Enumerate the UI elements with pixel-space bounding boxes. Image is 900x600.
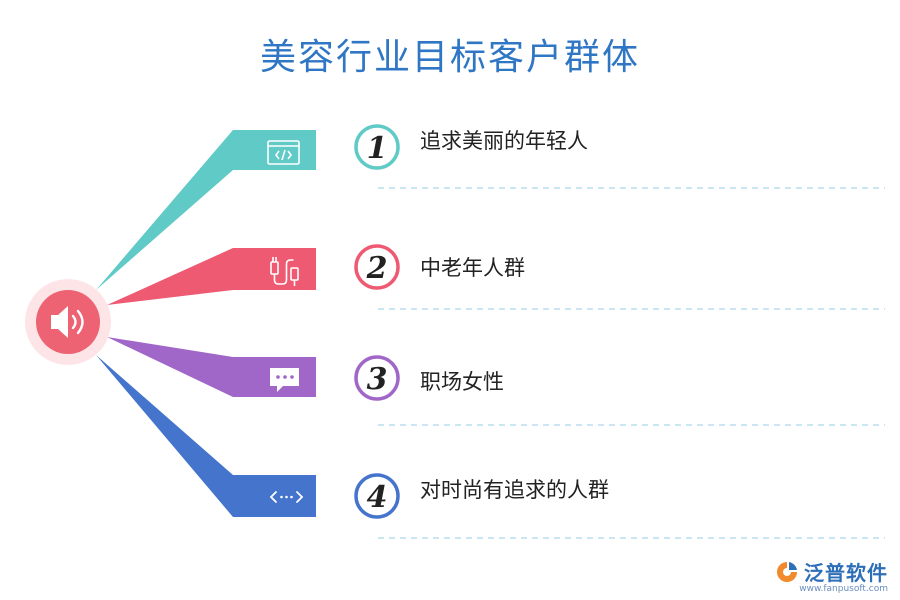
brand-logo: 泛普软件 www.fanpusoft.com [775, 557, 888, 594]
item-label-1: 追求美丽的年轻人 [420, 129, 588, 153]
code-arrows-icon [269, 491, 304, 503]
ray-2 [107, 248, 316, 305]
number-circle-4 [354, 473, 400, 519]
logo-name: 泛普软件 [804, 561, 888, 585]
item-label-4: 对时尚有追求的人群 [420, 478, 609, 502]
fanpu-logo-icon [776, 561, 797, 582]
page-title: 美容行业目标客户群体 [259, 37, 640, 78]
ray-3 [107, 337, 316, 397]
number-4: 4 [367, 480, 388, 515]
number-circle-3 [354, 355, 400, 401]
speaker-icon [51, 306, 84, 338]
logo-url: www.fanpusoft.com [799, 584, 888, 594]
number-1: 1 [367, 131, 388, 166]
ray-1 [96, 130, 316, 290]
number-3: 3 [367, 362, 388, 397]
item-label-3: 职场女性 [420, 370, 504, 394]
number-2: 2 [366, 251, 388, 286]
number-circle-2 [354, 244, 400, 290]
item-label-2: 中老年人群 [420, 256, 525, 280]
cable-plug-icon [270, 257, 299, 286]
code-window-icon [267, 140, 300, 165]
ray-4 [96, 355, 316, 517]
number-circle-1 [354, 124, 400, 170]
chat-bubble-icon [270, 368, 299, 392]
